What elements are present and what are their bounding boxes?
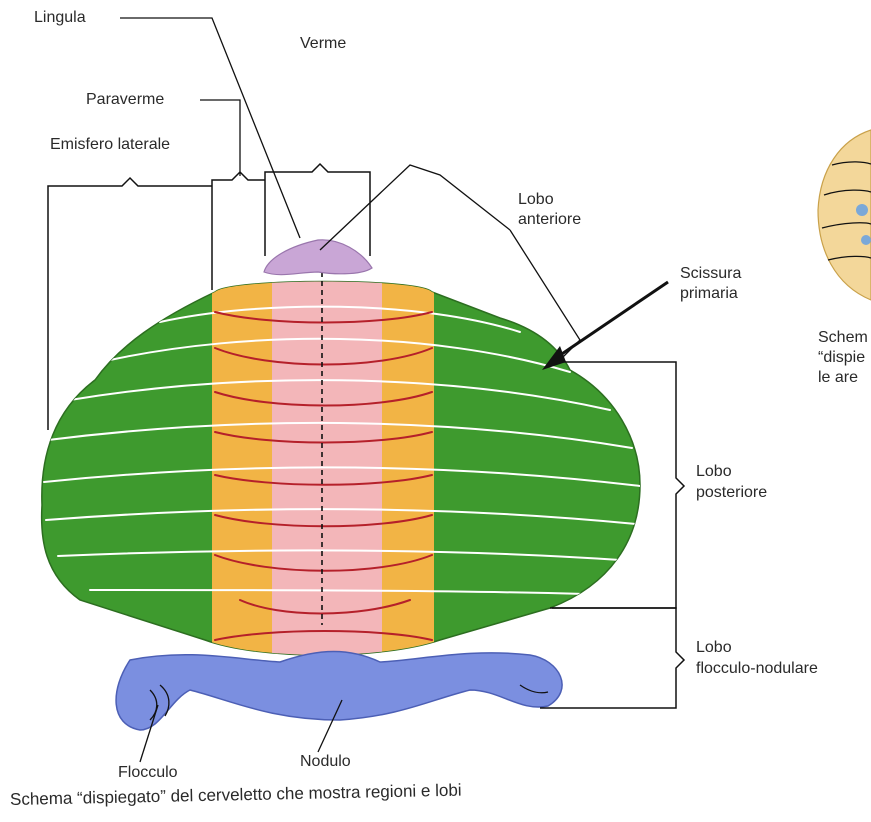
flocculonodular-lobe [116, 652, 562, 731]
inset-text-3: le are [818, 368, 858, 388]
label-lingula: Lingula [34, 8, 86, 28]
label-lobo-flocculo-nodulare-2: flocculo-nodulare [696, 659, 818, 679]
label-scissura-primaria-1: Scissura [680, 264, 741, 284]
label-lobo-posteriore-2: posteriore [696, 483, 767, 503]
label-verme: Verme [300, 34, 346, 54]
inset-text-2: “dispie [818, 348, 865, 368]
label-flocculo: Flocculo [118, 763, 178, 783]
label-scissura-primaria-2: primaria [680, 284, 738, 304]
lingula-shape [264, 240, 372, 275]
label-lobo-flocculo-nodulare-1: Lobo [696, 638, 732, 658]
label-lobo-posteriore-1: Lobo [696, 462, 732, 482]
label-lobo-anteriore-1: Lobo [518, 190, 554, 210]
inset-text-1: Schem [818, 328, 868, 348]
label-emisfero-laterale: Emisfero laterale [50, 135, 170, 155]
cerebellum-body [42, 245, 640, 670]
label-paraverme: Paraverme [86, 90, 164, 110]
label-nodulo: Nodulo [300, 752, 351, 772]
inset-thumbnail [818, 130, 871, 300]
label-lobo-anteriore-2: anteriore [518, 210, 581, 230]
